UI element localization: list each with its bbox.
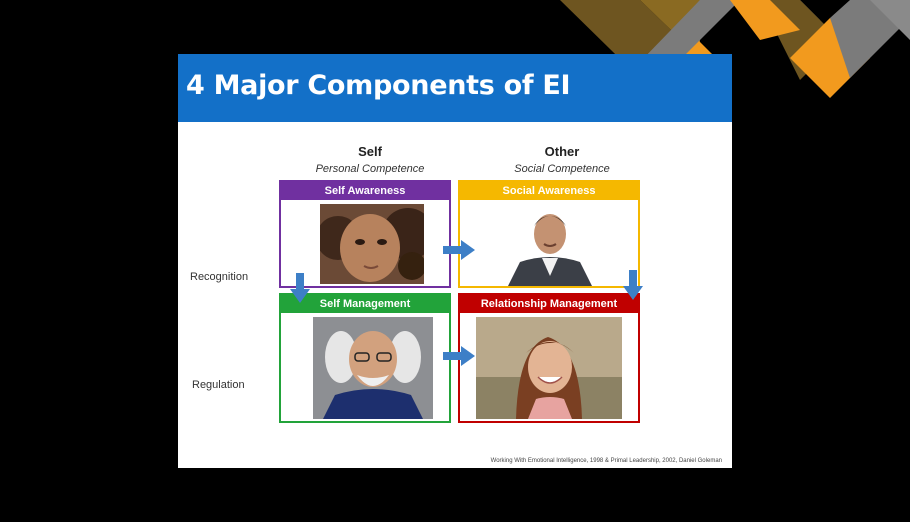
- quadrant-heading: Self Awareness: [281, 182, 449, 200]
- slide: 4 Major Components of EI Self Personal C…: [178, 54, 732, 468]
- column-heading: Self: [358, 144, 382, 159]
- elderly-man-photo: [313, 317, 433, 419]
- man-in-suit-photo: [500, 204, 600, 286]
- arrow-down-icon: [290, 273, 310, 303]
- arrow-right-icon: [443, 240, 475, 260]
- quadrant-heading: Social Awareness: [460, 182, 638, 200]
- column-subheading: Social Competence: [514, 163, 610, 175]
- title-bar: 4 Major Components of EI: [178, 54, 732, 122]
- row-label-recognition: Recognition: [190, 271, 249, 283]
- quadrant-heading: Self Management: [281, 295, 449, 313]
- column-heading: Other: [544, 144, 580, 159]
- smiling-woman-photo: [476, 317, 622, 419]
- row-label-regulation: Regulation: [192, 379, 245, 391]
- girl-portrait-photo: [320, 204, 424, 284]
- quadrant-self-management: Self Management: [279, 293, 451, 423]
- quadrant-self-awareness: Self Awareness: [279, 180, 451, 288]
- quadrant-relationship-management: Relationship Management: [458, 293, 640, 423]
- quadrant-heading: Relationship Management: [460, 295, 638, 313]
- citation-footer: Working With Emotional Intelligence, 199…: [490, 458, 722, 464]
- quadrant-social-awareness: Social Awareness: [458, 180, 640, 288]
- arrow-down-icon: [623, 270, 643, 300]
- column-header-other: Other Social Competence: [482, 144, 642, 175]
- column-subheading: Personal Competence: [315, 163, 425, 175]
- arrow-right-icon: [443, 346, 475, 366]
- slide-title: 4 Major Components of EI: [186, 70, 571, 101]
- column-header-self: Self Personal Competence: [290, 144, 450, 175]
